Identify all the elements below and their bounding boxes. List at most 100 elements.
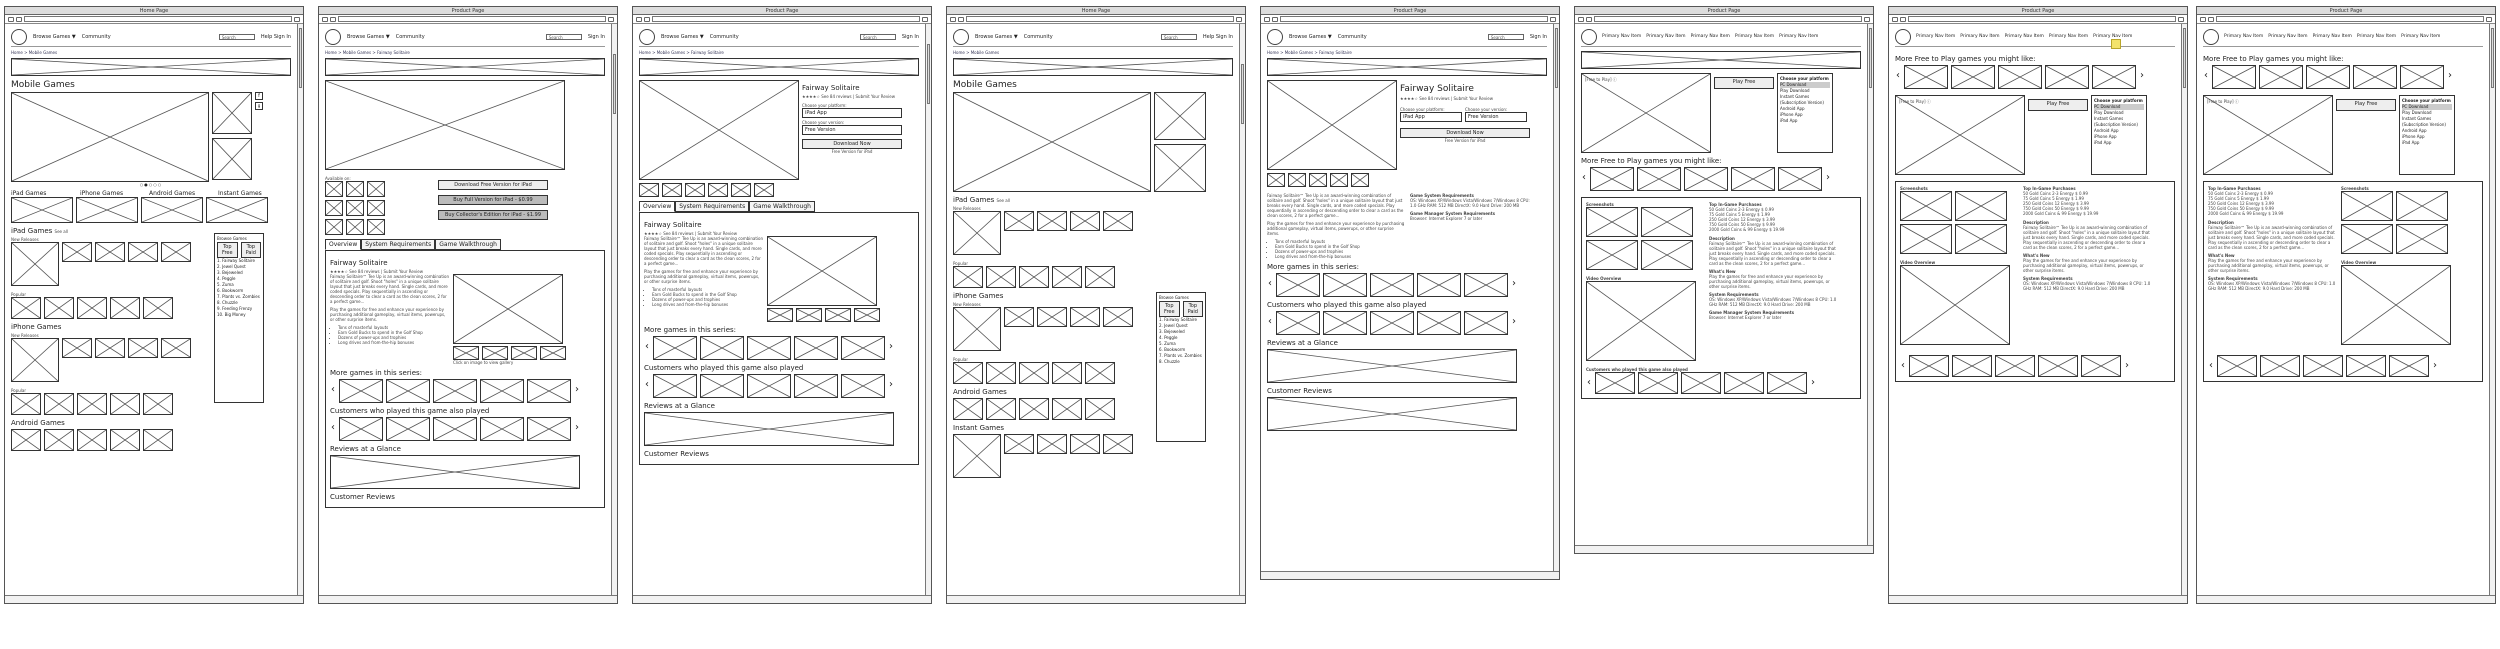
- platform-option[interactable]: Android App: [1780, 106, 1805, 111]
- banner-ad[interactable]: [953, 58, 1233, 76]
- browse-games-menu[interactable]: Browse Games ▼: [33, 33, 76, 40]
- game-thumb[interactable]: [433, 379, 477, 403]
- signin-link[interactable]: Sign In: [1529, 33, 1547, 40]
- game-thumb[interactable]: [953, 307, 1001, 351]
- purchase-item[interactable]: 50 Gold Coins 2-3 Energy $ 0.99: [1709, 207, 1774, 212]
- video-player[interactable]: [2341, 265, 2451, 345]
- platform-option[interactable]: Instant Games (Subscription Version): [1780, 94, 1824, 105]
- game-thumb[interactable]: [1276, 273, 1320, 297]
- platform-option[interactable]: iPad App: [1780, 118, 1798, 123]
- game-thumb[interactable]: [2092, 65, 2136, 89]
- url-bar[interactable]: [966, 16, 1234, 22]
- game-thumb[interactable]: [1323, 273, 1367, 297]
- platform-option[interactable]: Android App: [2094, 128, 2119, 133]
- game-thumb[interactable]: [986, 398, 1016, 420]
- chevron-left-icon[interactable]: ‹: [645, 341, 649, 352]
- signin-link[interactable]: Sign In: [901, 33, 919, 40]
- screenshot-thumb[interactable]: [754, 183, 774, 197]
- horizontal-scrollbar[interactable]: [2197, 595, 2495, 603]
- chevron-right-icon[interactable]: ›: [889, 341, 893, 352]
- side-item[interactable]: 3. Bejeweled: [217, 270, 243, 275]
- vertical-scrollbar[interactable]: [1553, 24, 1559, 571]
- menu-icon[interactable]: [1864, 16, 1870, 22]
- google-plus-icon[interactable]: g: [255, 102, 263, 110]
- game-thumb[interactable]: [1019, 398, 1049, 420]
- rating[interactable]: ★★★★☆ See 84 reviews | Submit Your Revie…: [1400, 96, 1494, 101]
- game-thumb[interactable]: [1070, 434, 1100, 454]
- game-thumb[interactable]: [653, 374, 697, 398]
- game-thumb[interactable]: [11, 338, 59, 382]
- nav-item[interactable]: Primary Nav Item: [1690, 34, 1730, 39]
- promo-tile[interactable]: [212, 138, 252, 180]
- chevron-left-icon[interactable]: ‹: [331, 422, 335, 433]
- game-thumb[interactable]: [1464, 311, 1508, 335]
- game-thumb[interactable]: [2081, 355, 2121, 377]
- chevron-right-icon[interactable]: ›: [2433, 360, 2437, 371]
- game-thumb[interactable]: [1590, 167, 1634, 191]
- help-link[interactable]: Help Sign In: [1202, 33, 1233, 40]
- rating[interactable]: ★★★★☆ See 84 reviews | Submit Your Revie…: [802, 94, 896, 99]
- version-select[interactable]: Free Version: [1465, 112, 1527, 122]
- forward-icon[interactable]: [1586, 16, 1592, 22]
- game-thumb[interactable]: [1037, 307, 1067, 327]
- screenshot-thumb[interactable]: [825, 308, 851, 322]
- game-thumb[interactable]: [2306, 65, 2350, 89]
- game-thumb[interactable]: [11, 297, 41, 319]
- banner-ad[interactable]: [639, 58, 919, 76]
- purchase-item[interactable]: 2000 Gold Coins & 99 Energy $ 19.99: [1709, 227, 1785, 232]
- chevron-left-icon[interactable]: ‹: [2204, 70, 2208, 81]
- screenshot-thumb[interactable]: [1330, 173, 1348, 187]
- game-thumb[interactable]: [1952, 355, 1992, 377]
- chevron-left-icon[interactable]: ‹: [331, 384, 335, 395]
- platform-option[interactable]: PC Download: [2402, 104, 2452, 110]
- banner-ad[interactable]: [325, 58, 605, 76]
- forward-icon[interactable]: [1900, 16, 1906, 22]
- side-item[interactable]: 8. Chuzzle: [1159, 359, 1180, 364]
- game-thumb[interactable]: [95, 242, 125, 262]
- browse-games-menu[interactable]: Browse Games ▼: [661, 33, 704, 40]
- purchase-item[interactable]: 250 Gold Coins 12 Energy $ 3.99: [2208, 201, 2274, 206]
- tab-system-requirements[interactable]: System Requirements: [675, 201, 750, 212]
- game-thumb[interactable]: [11, 242, 59, 286]
- screenshot-thumb[interactable]: [540, 346, 566, 360]
- game-thumb[interactable]: [794, 374, 838, 398]
- signin-link[interactable]: Sign In: [587, 33, 605, 40]
- url-bar[interactable]: [1280, 16, 1548, 22]
- game-thumb[interactable]: [794, 336, 838, 360]
- video-player[interactable]: [1900, 265, 2010, 345]
- side-item[interactable]: 6. Bookworm: [1159, 347, 1186, 352]
- purchase-item[interactable]: 250 Gold Coins 12 Energy $ 3.99: [1709, 217, 1775, 222]
- buy-full-button[interactable]: Buy Full Version for iPad - $0.99: [438, 195, 548, 205]
- game-thumb[interactable]: [161, 338, 191, 358]
- side-item[interactable]: 2. Jewel Quest: [217, 264, 246, 269]
- forward-icon[interactable]: [644, 16, 650, 22]
- side-item[interactable]: 8. Chuzzle: [217, 300, 238, 305]
- video-player[interactable]: [1586, 281, 1696, 361]
- logo[interactable]: [1581, 28, 1597, 45]
- screenshot-thumb[interactable]: [685, 183, 705, 197]
- play-free-button[interactable]: Play Free: [2028, 99, 2088, 111]
- banner-ad[interactable]: [1267, 58, 1547, 76]
- horizontal-scrollbar[interactable]: [1889, 595, 2187, 603]
- search-input[interactable]: Search: [859, 33, 896, 40]
- url-bar[interactable]: [1594, 16, 1862, 22]
- purchase-item[interactable]: 750 Gold Coins 50 Energy $ 9.99: [1709, 222, 1775, 227]
- forward-icon[interactable]: [16, 16, 22, 22]
- community-link[interactable]: Community: [1023, 33, 1053, 40]
- purchase-item[interactable]: 50 Gold Coins 2-3 Energy $ 0.99: [2208, 191, 2273, 196]
- nav-item[interactable]: Primary Nav Item: [1779, 34, 1819, 39]
- game-thumb[interactable]: [11, 393, 41, 415]
- game-thumb[interactable]: [2353, 65, 2397, 89]
- chevron-right-icon[interactable]: ›: [1811, 377, 1815, 388]
- platform-option[interactable]: Play Download: [2402, 110, 2432, 115]
- chevron-right-icon[interactable]: ›: [1826, 172, 1830, 183]
- screenshot-thumb[interactable]: [1900, 224, 1952, 254]
- game-thumb[interactable]: [1638, 372, 1678, 394]
- chevron-right-icon[interactable]: ›: [575, 384, 579, 395]
- category-tile[interactable]: [76, 197, 138, 223]
- platform-option[interactable]: Android App: [2402, 128, 2427, 133]
- purchase-item[interactable]: 75 Gold Coins 5 Energy $ 1.99: [2023, 196, 2084, 201]
- screenshot-thumb[interactable]: [453, 346, 479, 360]
- product-hero-image[interactable]: [Free to Play] ⓘ: [2203, 95, 2333, 175]
- nav-item[interactable]: Primary Nav Item: [2048, 34, 2089, 39]
